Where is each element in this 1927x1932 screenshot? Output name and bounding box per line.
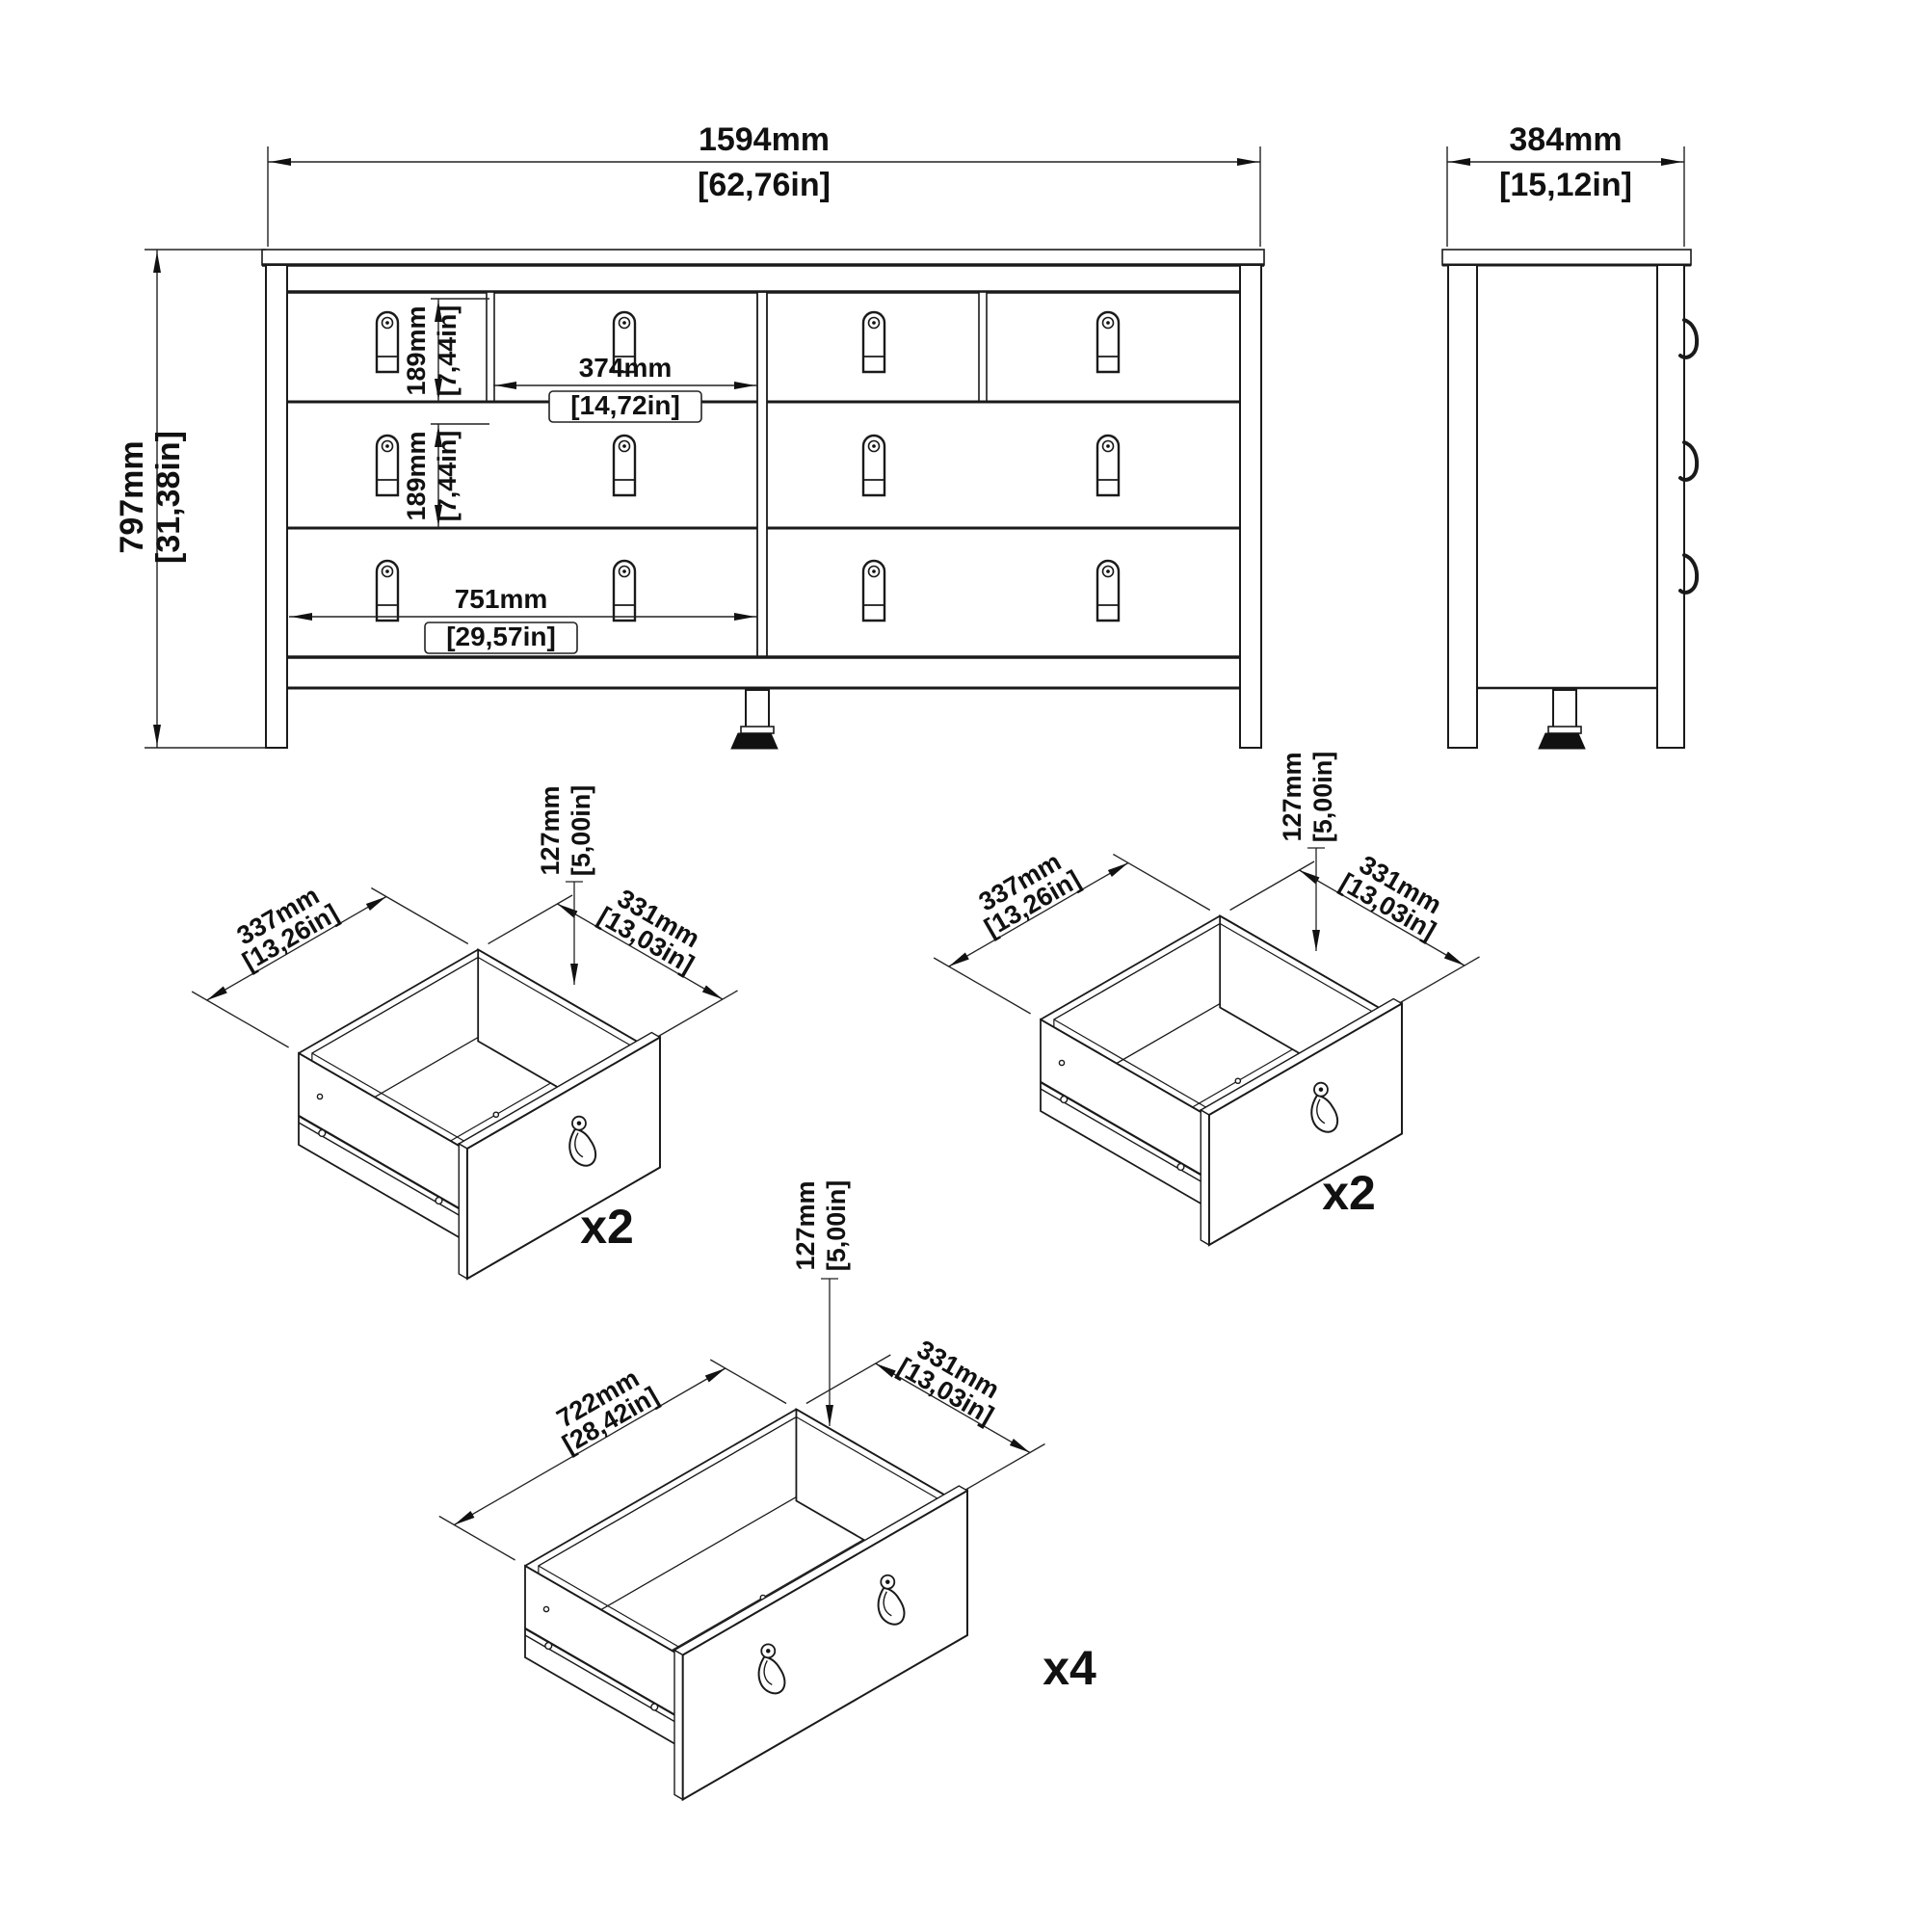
drawer-pull-icon <box>1095 310 1121 374</box>
front-drawer-height-dimension-1: 189mm [7,44in] <box>402 298 489 402</box>
drawer-pull-icon <box>861 434 886 497</box>
front-drawer-height-dimension-2: 189mm [7,44in] <box>402 423 489 528</box>
side-center-foot <box>1538 689 1586 750</box>
drawer-pull-icon <box>612 310 637 374</box>
dimension-arrows <box>153 158 1682 746</box>
drawer-pull-icon <box>861 310 886 374</box>
front-top-row-divider-left <box>486 291 495 403</box>
iso2-height-mm-label: 127mm <box>1278 752 1307 841</box>
iso2-height-in-label: [5,00in] <box>1308 752 1337 843</box>
small-drawer-width-in-label: [14,72in] <box>570 390 680 420</box>
drawer-pull-icon <box>375 434 400 497</box>
front-wide-drawer-width-dimension: 751mm [29,57in] <box>289 584 757 654</box>
side-back-leg <box>1656 264 1685 749</box>
iso3-height-in-label: [5,00in] <box>822 1180 851 1272</box>
iso3-quantity-label: x4 <box>1043 1641 1096 1695</box>
drawer-pull-icon <box>612 434 637 497</box>
front-height-mm-label: 797mm <box>114 440 150 553</box>
front-drawer-handles <box>375 310 1121 622</box>
front-left-leg <box>265 264 288 749</box>
iso-large-drawer-shape <box>438 1278 1045 1802</box>
drawer-pull-icon <box>375 310 400 374</box>
drawer-height2-mm-label: 189mm <box>402 431 431 520</box>
drawer-pull-icon <box>757 1643 786 1695</box>
small-drawer-width-mm-label: 374mm <box>579 353 673 383</box>
iso2-quantity-label: x2 <box>1322 1166 1376 1220</box>
wide-drawer-width-in-label: [29,57in] <box>446 622 556 651</box>
drawer-height1-mm-label: 189mm <box>402 305 431 395</box>
drawer-pull-icon <box>568 1115 597 1167</box>
iso1-height-in-label: [5,00in] <box>567 785 595 877</box>
side-depth-in-label: [15,12in] <box>1499 167 1632 203</box>
side-depth-dimension: 384mm [15,12in] <box>1446 121 1685 247</box>
front-center-foot <box>730 689 779 750</box>
front-height-dimension: 797mm [31,38in] <box>114 249 266 749</box>
front-center-divider <box>756 291 768 658</box>
front-width-mm-label: 1594mm <box>699 121 830 158</box>
front-right-leg <box>1239 264 1262 749</box>
front-height-in-label: [31,38in] <box>150 431 187 564</box>
drawer-pull-icon <box>877 1574 906 1626</box>
wide-drawer-width-mm-label: 751mm <box>455 584 548 614</box>
side-handle-profiles <box>1678 315 1700 595</box>
iso3-height-mm-label: 127mm <box>791 1180 820 1270</box>
front-top-panel <box>261 249 1265 266</box>
drawer-pull-icon <box>1095 559 1121 622</box>
iso-small-drawer-left-shape <box>191 881 738 1281</box>
side-pull-icon <box>1678 315 1700 359</box>
drawer-pull-icon <box>375 559 400 622</box>
side-front-leg <box>1447 264 1478 749</box>
drawer-pull-icon <box>861 559 886 622</box>
side-pull-icon <box>1678 437 1700 482</box>
side-pull-icon <box>1678 550 1700 595</box>
front-small-drawer-width-dimension: 374mm [14,72in] <box>493 353 757 423</box>
drawer-pull-icon <box>612 559 637 622</box>
drawer-pull-icon <box>1095 434 1121 497</box>
side-depth-mm-label: 384mm <box>1509 121 1622 158</box>
iso-small-drawer-right-shape <box>933 847 1480 1247</box>
iso1-quantity-label: x2 <box>580 1200 634 1254</box>
side-view: 384mm [15,12in] <box>1441 121 1700 750</box>
front-width-dimension: 1594mm [62,76in] <box>267 121 1261 247</box>
front-view: 1594mm [62,76in] 797mm [31,38in] 189mm [… <box>114 121 1265 750</box>
front-width-in-label: [62,76in] <box>698 167 831 203</box>
front-top-row-divider-right <box>978 291 988 403</box>
side-top-panel <box>1441 249 1692 266</box>
drawer-pull-icon <box>1310 1081 1339 1133</box>
iso1-height-mm-label: 127mm <box>536 785 565 875</box>
